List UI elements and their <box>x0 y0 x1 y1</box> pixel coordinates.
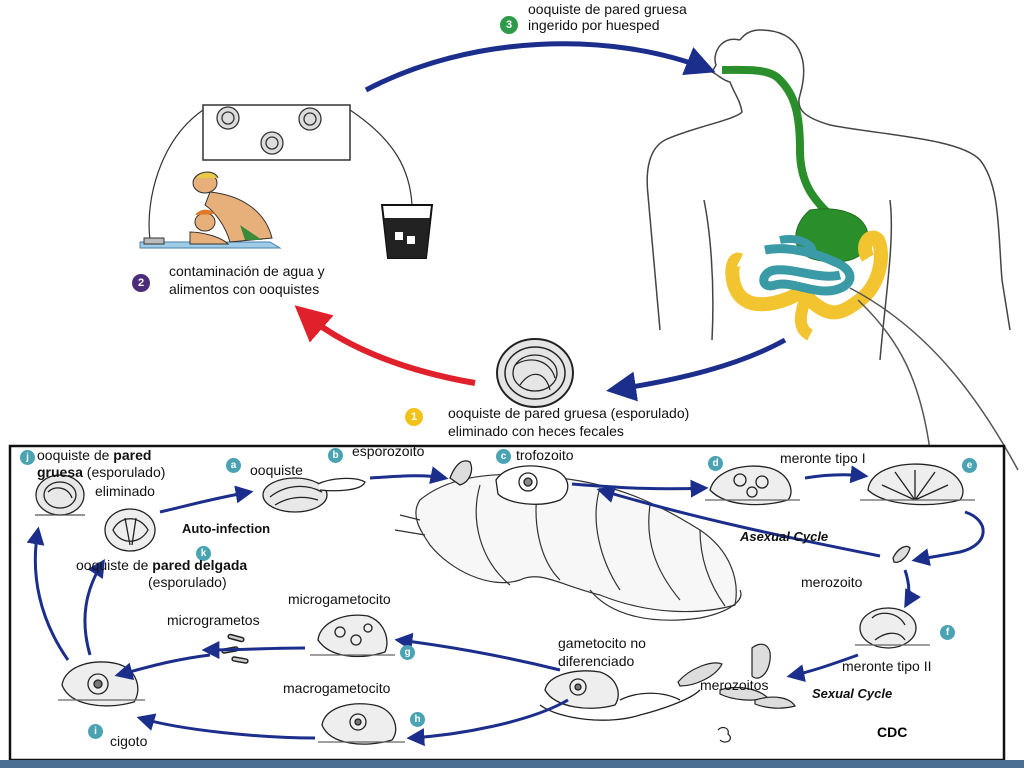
label-d: meronte tipo I <box>780 450 866 466</box>
badge-j: j <box>20 450 35 465</box>
label-step2-line2: alimentos con ooquistes <box>169 281 320 297</box>
label-j-bold1: pared <box>113 447 152 463</box>
sporozoite-illustration <box>449 460 473 486</box>
meront-type2-illustration <box>855 607 930 649</box>
label-gametocito-line1: gametocito no <box>558 635 646 651</box>
oocyst-step1 <box>496 338 574 408</box>
human-silhouette <box>646 29 1011 361</box>
badge-k: k <box>196 546 211 561</box>
cdc-logo: CDC <box>877 724 908 740</box>
badge-a: a <box>226 458 241 473</box>
badge-step3: 3 <box>500 16 518 34</box>
label-gametocito-line2: diferenciado <box>558 653 635 669</box>
bottom-bar <box>0 760 1024 768</box>
oocyst-j-illustration <box>35 474 85 516</box>
meront-type1-illustration <box>705 465 800 506</box>
leader-line <box>849 287 1019 471</box>
badge-b: b <box>328 448 343 463</box>
macrogametocyte-illustration <box>318 703 405 745</box>
arrow-ingestion <box>364 41 716 93</box>
badge-c: c <box>496 449 511 464</box>
microgametocyte-illustration <box>310 614 395 658</box>
label-k-pre: ooquiste de <box>76 557 153 573</box>
label-step3-line1: ooquiste de pared gruesa <box>528 1 687 17</box>
label-macrogametocito: macrogametocito <box>283 680 391 696</box>
label-j-bold2: gruesa <box>37 464 83 480</box>
label-asexual-cycle: Asexual Cycle <box>740 529 829 544</box>
oocyst-a-illustration <box>262 477 366 513</box>
meront-e-illustration <box>860 463 975 506</box>
label-j-post: (esporulado) <box>82 464 166 480</box>
label-i: cigoto <box>110 733 148 749</box>
label-merozoito: merozoito <box>801 574 863 590</box>
label-step1-line2: eliminado con heces fecales <box>448 423 624 439</box>
badge-step2: 2 <box>132 274 150 292</box>
label-auto-infection: Auto-infection <box>182 521 271 536</box>
label-k-line2: (esporulado) <box>148 574 227 590</box>
badge-step1: 1 <box>405 408 423 426</box>
oocyst-box <box>148 104 413 241</box>
label-j-pre: ooquiste de <box>37 447 114 463</box>
label-step2-line1: contaminación de agua y <box>169 263 325 279</box>
leader-line-2 <box>857 299 931 451</box>
badge-d: d <box>708 456 723 471</box>
badge-i: i <box>88 724 103 739</box>
label-microgrametos: microgrametos <box>167 612 260 628</box>
cycle-frame <box>8 444 1006 762</box>
badge-e: e <box>962 458 977 473</box>
arrow-contamination <box>294 305 476 386</box>
digestive-tract <box>721 65 888 341</box>
label-a: ooquiste <box>250 462 303 478</box>
trophozoite-illustration <box>495 465 569 505</box>
merozoite-illustration <box>892 545 911 563</box>
label-j-line3: eliminado <box>95 483 155 499</box>
swimmers-illustration <box>139 171 282 249</box>
undifferentiated-gametocyte-illustration <box>539 670 701 721</box>
label-merozoitos: merozoitos <box>700 677 769 693</box>
badge-f: f <box>940 625 955 640</box>
label-f: meronte tipo II <box>842 658 932 674</box>
label-j-line1: ooquiste de pared <box>37 447 151 463</box>
label-step1-line1: ooquiste de pared gruesa (esporulado) <box>448 405 690 421</box>
label-microgametocito: microgametocito <box>288 591 391 607</box>
label-sexual-cycle: Sexual Cycle <box>812 686 893 701</box>
label-b: esporozoito <box>352 443 425 459</box>
badge-h: h <box>410 712 425 727</box>
label-step3-line2: ingerido por huesped <box>528 17 660 33</box>
cycle-arrows <box>26 465 985 747</box>
oocyst-k-illustration <box>104 508 156 552</box>
arrow-excretion <box>606 337 787 402</box>
badge-g: g <box>400 645 415 660</box>
merozoites-group-illustration <box>677 643 796 743</box>
label-j-line2: gruesa (esporulado) <box>37 464 165 480</box>
epithelium-illustration <box>394 473 742 621</box>
label-k-line1: ooquiste de pared delgada <box>76 557 247 573</box>
label-c: trofozoito <box>516 447 574 463</box>
label-k-bold: pared delgada <box>152 557 248 573</box>
water-glass-illustration <box>380 204 434 259</box>
